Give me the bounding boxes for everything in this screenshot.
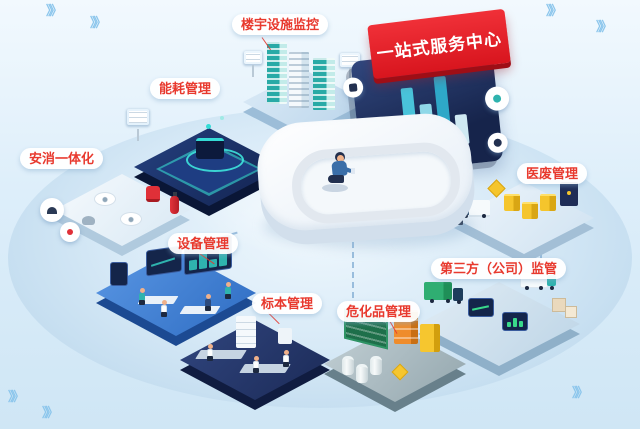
spark-dot-icon — [206, 124, 211, 129]
barrel-icon — [370, 356, 382, 375]
connector-line — [352, 242, 354, 298]
info-sign-icon — [126, 108, 150, 126]
cargo-box-icon — [552, 298, 566, 312]
person-figure — [224, 282, 232, 299]
person-figure — [160, 300, 168, 317]
building-tower-icon — [313, 58, 335, 110]
tile-security-fire — [40, 166, 198, 256]
chevron-decor-icon: 》》 — [46, 3, 62, 18]
camera-badge-icon — [40, 198, 64, 222]
info-sign-icon — [339, 52, 361, 68]
connector-line — [540, 246, 542, 266]
waste-bin-icon — [540, 194, 556, 211]
barrel-icon — [342, 356, 354, 375]
monitor-panel-icon — [560, 182, 578, 206]
person-shadow — [322, 184, 348, 192]
waste-bin-icon — [504, 194, 520, 211]
alarm-badge-icon — [60, 222, 80, 242]
person-figure — [206, 344, 214, 361]
person-figure — [204, 294, 212, 311]
tile-hazmat-management — [322, 308, 472, 412]
building-tower-icon — [289, 52, 309, 108]
chevron-decor-icon: 》》 — [42, 405, 58, 420]
waste-bin-icon — [522, 202, 538, 219]
label-security-fire: 安消一体化 — [20, 148, 104, 169]
energy-device-icon — [196, 138, 224, 159]
green-truck-icon — [424, 280, 468, 304]
label-building-monitoring: 楼宇设施监控 — [232, 14, 329, 35]
title-text: 一站式服务中心 — [375, 28, 503, 64]
spark-dot-icon — [220, 116, 224, 120]
chevron-decor-icon: 》》 — [90, 15, 106, 30]
monitor-icon — [110, 262, 128, 286]
person-figure — [138, 288, 146, 305]
tile-specimen-management — [178, 308, 336, 410]
smoke-detector-icon — [94, 192, 116, 206]
info-sign-icon — [243, 50, 263, 65]
person-figure — [252, 356, 260, 373]
person-figure — [282, 350, 290, 367]
platform-inner-ring — [289, 140, 463, 226]
label-specimen-management: 标本管理 — [252, 293, 323, 314]
fire-alarm-icon — [146, 186, 160, 202]
lab-cabinet-icon — [236, 316, 256, 348]
sign-pole — [252, 65, 254, 77]
hazmat-cabinet-icon — [420, 324, 440, 352]
extinguisher-top — [173, 192, 177, 197]
fire-extinguisher-icon — [170, 196, 179, 214]
tile-medical-waste — [452, 174, 602, 270]
cargo-box-icon — [565, 306, 577, 318]
label-thirdparty-supervision: 第三方（公司）监管 — [431, 258, 567, 279]
sign-pole — [137, 129, 139, 141]
chevron-decor-icon: 》》 — [596, 19, 612, 34]
chevron-decor-icon: 》》 — [572, 385, 588, 400]
central-platform — [254, 110, 478, 248]
lab-bench — [195, 350, 247, 359]
barrel-icon — [356, 364, 368, 383]
sitting-person-figure — [322, 148, 362, 194]
smoke-detector-icon — [120, 212, 142, 226]
monitor-icon — [502, 312, 528, 331]
label-medical-waste: 医废管理 — [517, 163, 588, 184]
tile-equipment-management — [94, 234, 262, 346]
chevron-decor-icon: 》》 — [546, 3, 562, 18]
sign-pole — [349, 68, 351, 78]
label-energy-management: 能耗管理 — [150, 78, 221, 99]
label-equipment-management: 设备管理 — [168, 233, 239, 254]
dashboard-widget-icon — [483, 85, 511, 112]
monitor-icon — [468, 298, 494, 317]
label-hazmat-management: 危化品管理 — [337, 301, 421, 322]
tile-energy-management — [126, 98, 292, 216]
lab-device-icon — [278, 328, 292, 344]
building-tower-icon — [267, 42, 287, 104]
camera-icon — [82, 216, 95, 225]
chevron-decor-icon: 》》 — [8, 389, 24, 404]
